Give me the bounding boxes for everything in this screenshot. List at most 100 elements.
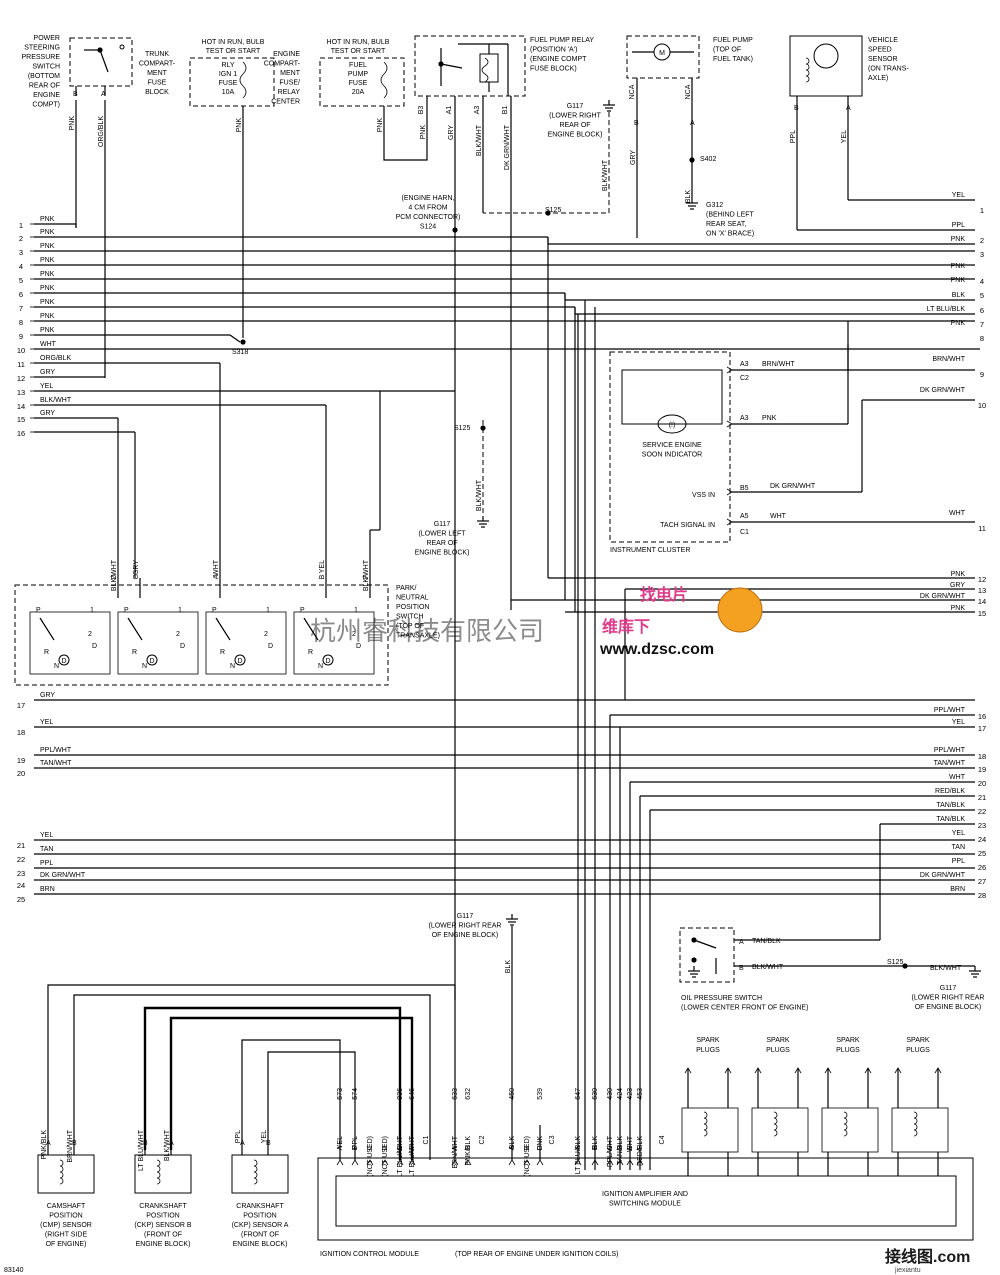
- row-number: 19: [978, 765, 986, 774]
- wire-color-label: PNK: [236, 118, 243, 133]
- sensor-coil: [253, 1171, 258, 1179]
- wire-color-label: BLK/WHT: [930, 965, 962, 972]
- logo-text: 找电片: [640, 585, 688, 604]
- sensor-coil: [59, 1177, 64, 1185]
- pin-label: A: [213, 574, 220, 579]
- switch-cell: [29, 611, 111, 675]
- row-number: 7: [980, 320, 984, 329]
- pin-label: B: [739, 965, 744, 972]
- fuel-pump-relay-label: FUEL PUMP RELAY: [530, 37, 594, 44]
- spark-plugs-label: PLUGS: [696, 1047, 720, 1054]
- row-number: 8: [19, 318, 23, 327]
- wire: [229, 334, 241, 343]
- ground-label: (LOWER RIGHT REAR: [429, 923, 502, 930]
- fuel-pump-label: (TOP OF: [713, 47, 741, 54]
- diagram-art: [14, 35, 981, 1241]
- fuel-pump-relay-label: (POSITION 'A'): [530, 47, 577, 54]
- wire-color-label: YEL: [261, 1130, 268, 1143]
- pin-label: NCA: [685, 84, 692, 99]
- wire-color-label: BRN: [950, 886, 965, 893]
- splice-label: S125: [454, 425, 470, 432]
- wire-color-label: BLK/WHT: [476, 479, 483, 511]
- connector-arrow: [591, 1159, 599, 1166]
- position-label: N: [230, 663, 235, 670]
- switch-drum: [146, 654, 158, 666]
- switch-drum: [58, 654, 70, 666]
- connector-label: C2: [479, 1135, 486, 1144]
- pin-label: A1: [446, 106, 453, 115]
- pin-label: B: [794, 105, 799, 112]
- row-number: 4: [19, 262, 23, 271]
- wire-color-label: TAN/WHT: [40, 760, 72, 767]
- switch-blade: [39, 617, 55, 641]
- row-number: 10: [17, 346, 25, 355]
- wire-color-label: PPL: [352, 1136, 359, 1149]
- wire-color-label: BLK: [505, 960, 512, 974]
- sensor-label: POSITION: [146, 1213, 179, 1220]
- fuse-symbol: [380, 61, 388, 99]
- row-number: 6: [19, 290, 23, 299]
- ignition-control-module: [317, 1157, 974, 1241]
- wire-color-label: PPL: [952, 858, 965, 865]
- pin-label: A5: [740, 513, 749, 520]
- pin-label: A: [169, 1140, 174, 1147]
- pin-label: B: [143, 1140, 148, 1147]
- oil-switch-label: (LOWER CENTER FRONT OF ENGINE): [681, 1005, 808, 1012]
- wire-color-label: PNK: [951, 277, 966, 284]
- wire-color-label: BLK/WHT: [476, 124, 483, 156]
- pin-label: B: [73, 91, 78, 98]
- wire-color-label: BLK/WHT: [363, 559, 370, 591]
- circuit-number: 573: [337, 1088, 344, 1100]
- pin-label: B: [524, 1145, 531, 1150]
- connector-arrow: [451, 1159, 459, 1166]
- position-label: R: [132, 649, 137, 656]
- position-label: 2: [176, 631, 180, 638]
- ignition-coil-winding: [773, 1129, 778, 1137]
- switch-blade: [215, 617, 231, 641]
- wire-color-label: PNK: [40, 285, 55, 292]
- wire-color-label: PNK: [951, 571, 966, 578]
- row-number: 24: [17, 881, 25, 890]
- wire-color-label: GRY: [133, 560, 140, 575]
- engine-fuse-label: COMPART-: [264, 61, 301, 68]
- position-label: R: [308, 649, 313, 656]
- fuse-label: FUSE: [349, 80, 368, 87]
- sensor-coil: [253, 1177, 258, 1185]
- switch-drum: [322, 654, 334, 666]
- pin-label: E: [627, 1145, 634, 1150]
- position-label: P: [124, 607, 129, 614]
- row-number: 12: [978, 575, 986, 584]
- pin-label: A3: [740, 361, 749, 368]
- trunk-fuse-label: BLOCK: [145, 89, 169, 96]
- sensor-label: (RIGHT SIDE: [45, 1232, 88, 1239]
- row-number: 20: [17, 769, 25, 778]
- position-label: D: [61, 658, 66, 665]
- pin-label: B1: [502, 106, 509, 115]
- ground-label: (LOWER RIGHT REAR: [912, 995, 985, 1002]
- wire-color-label: WHT: [627, 1135, 634, 1152]
- indicator-circuit: [621, 369, 723, 425]
- row-number: 12: [17, 374, 25, 383]
- wire-color-label: LT BLU/WHT: [138, 1129, 145, 1171]
- spark-plugs-label: PLUGS: [766, 1047, 790, 1054]
- wire-color-label: BLK: [509, 1136, 516, 1150]
- wire-color-label: (NOT USED): [524, 1136, 531, 1177]
- wire-color-label: PNK: [40, 313, 55, 320]
- splice-label: S125: [545, 207, 561, 214]
- sensor-label: (FRONT OF: [241, 1232, 279, 1239]
- sensor-coil: [156, 1171, 161, 1179]
- hot-in-run-label: TEST OR START: [331, 48, 386, 55]
- wire-color-label: GRY: [950, 582, 965, 589]
- wire-color-label: PNK: [40, 257, 55, 264]
- splice-label: (ENGINE HARN,: [402, 195, 455, 202]
- wire-color-label: BLK/WHT: [111, 559, 118, 591]
- vss-label: VEHICLE: [868, 37, 898, 44]
- circuit-number: 646: [409, 1088, 416, 1100]
- ignition-coil-winding: [773, 1123, 778, 1131]
- row-number: 16: [17, 429, 25, 438]
- pin-label: A: [240, 1140, 245, 1147]
- wire-color-label: DK GRN/WHT: [920, 593, 966, 600]
- row-number: 18: [17, 728, 25, 737]
- trunk-fuse-block: [189, 57, 275, 107]
- row-number: 11: [17, 360, 25, 369]
